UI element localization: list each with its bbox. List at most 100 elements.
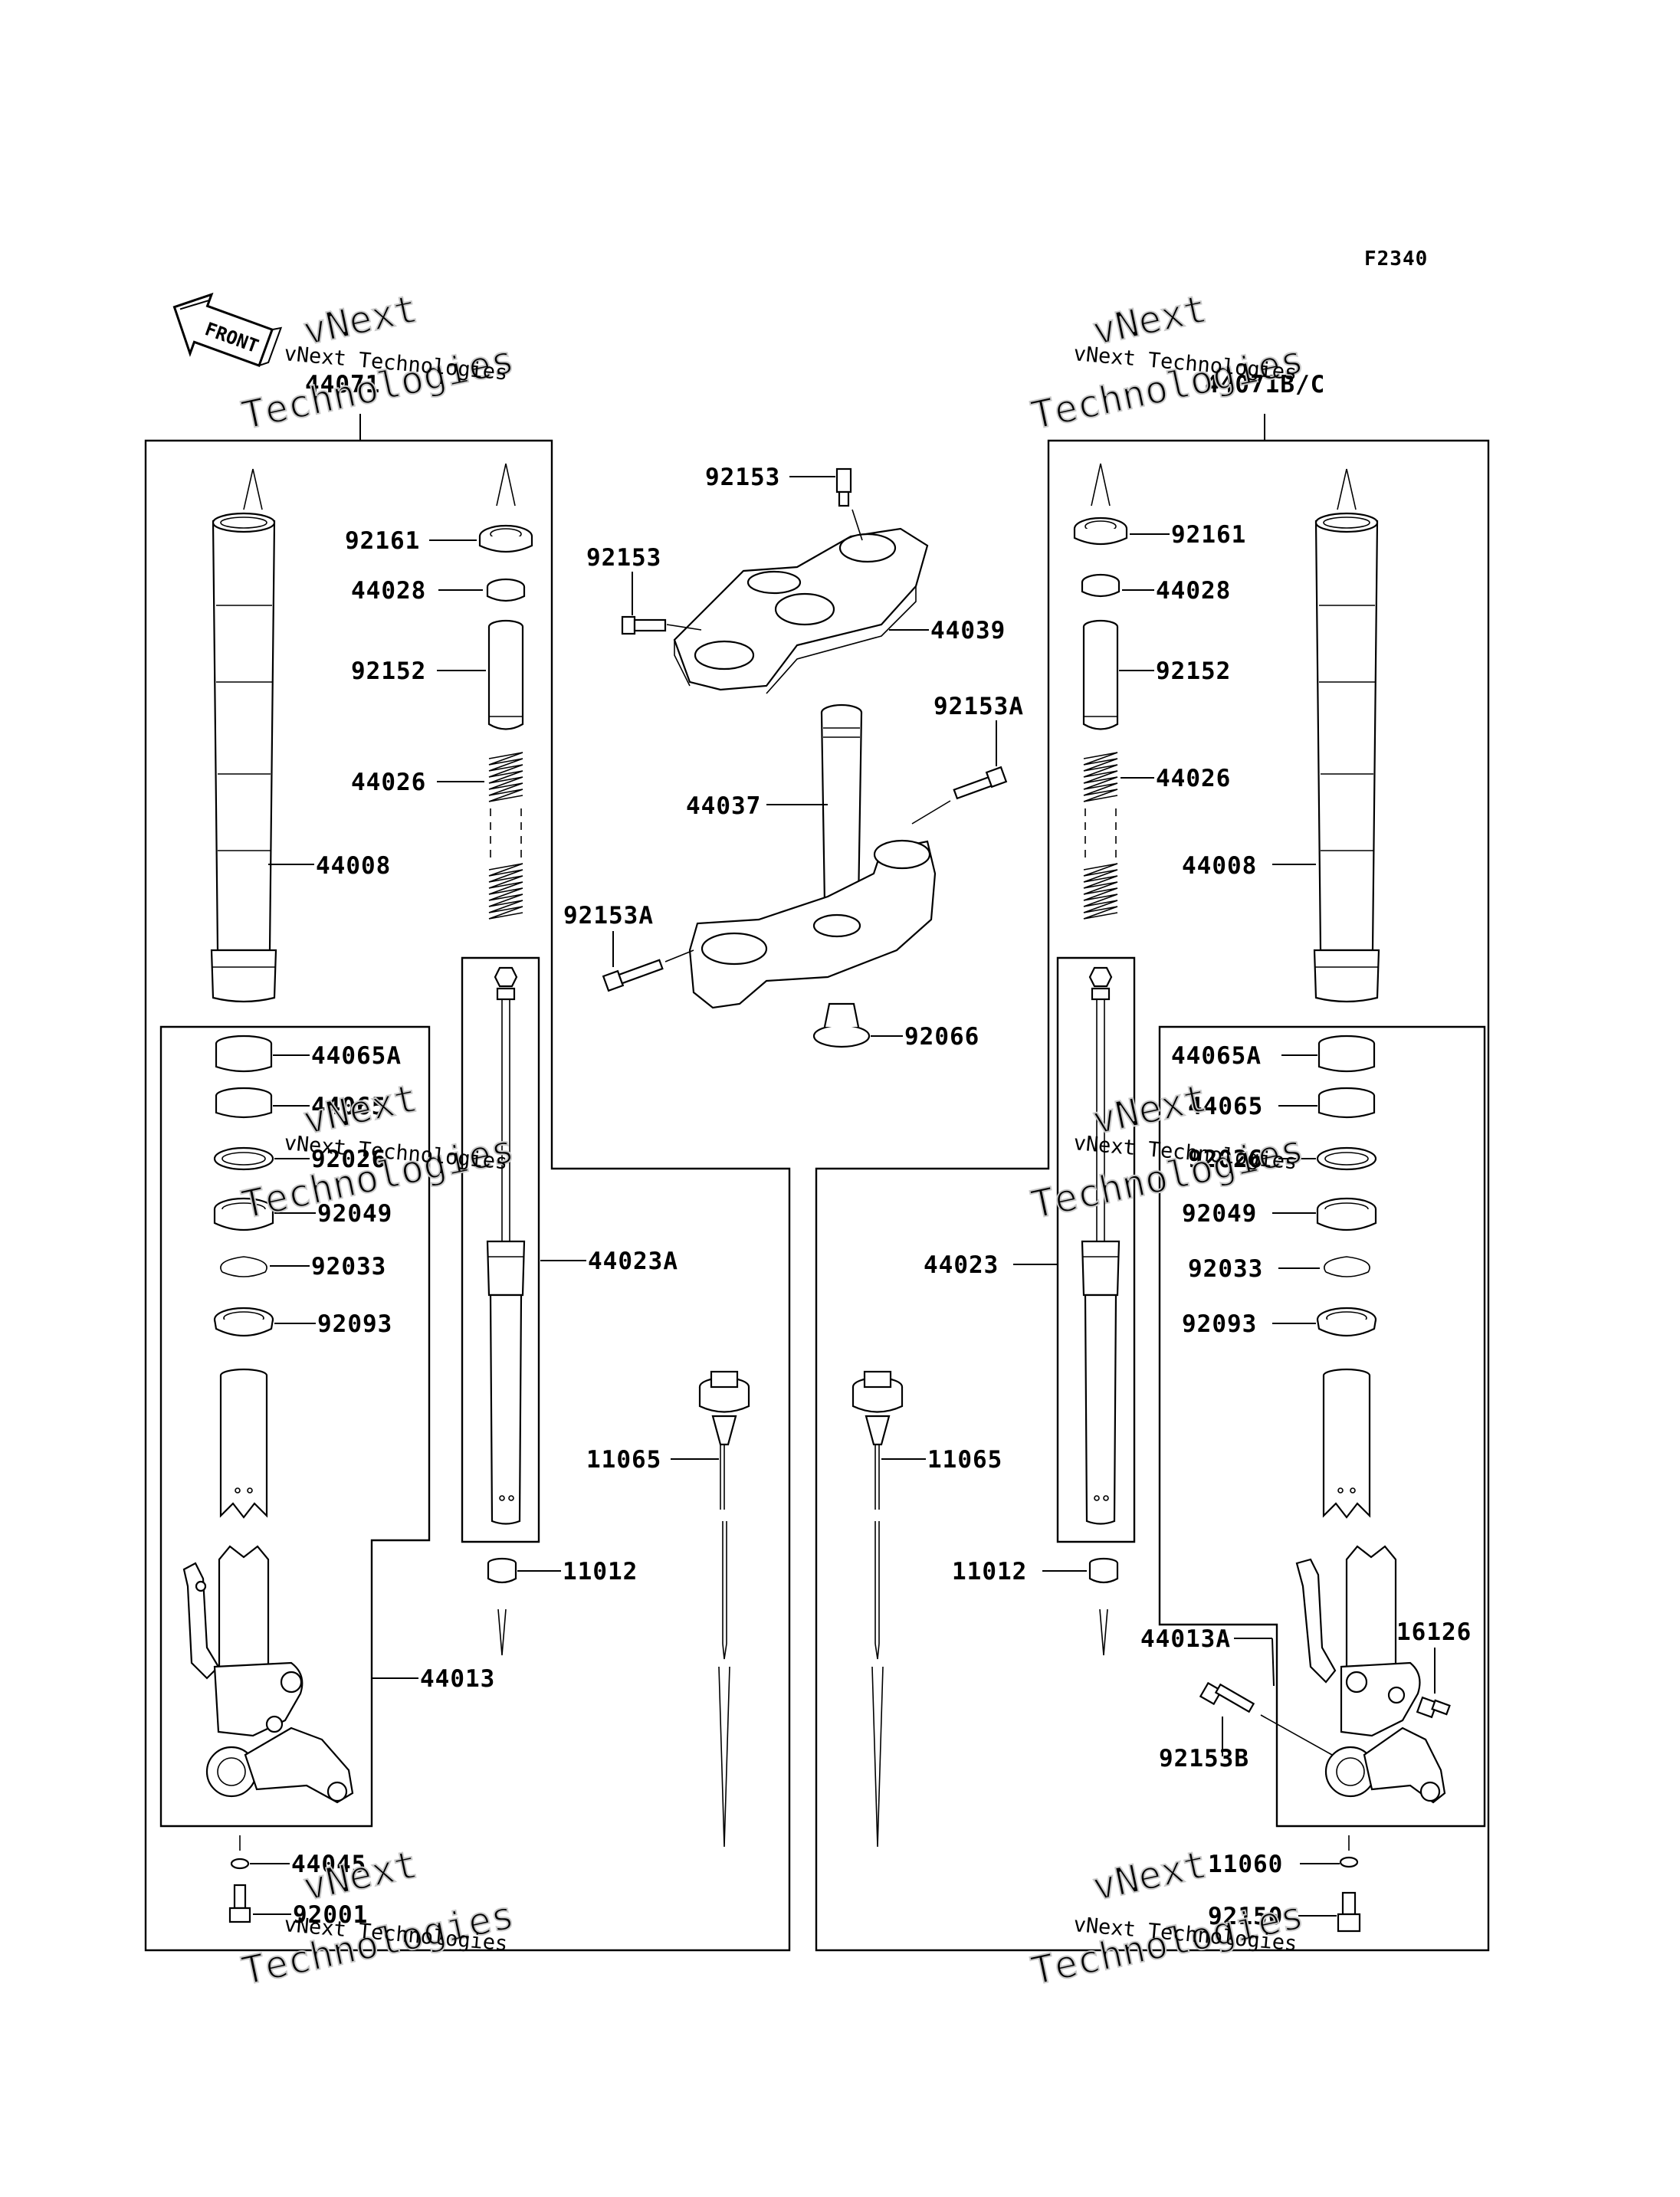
left-assembly-box <box>144 414 791 1952</box>
right-part-92161 <box>1073 516 1128 546</box>
left-part-92033 <box>220 1256 267 1277</box>
label-left-92161: 92161 <box>345 527 420 555</box>
label-right-44013A: 44013A <box>1140 1625 1231 1653</box>
right-outer-tube-box <box>1158 1025 1486 1828</box>
watermark-top-left: vNext Technologies vNext Technologies <box>237 286 518 439</box>
watermark-top-right-line1: vNext <box>1088 287 1210 354</box>
center-left-bolt-guide <box>666 624 702 631</box>
label-center-92153-left: 92153 <box>586 544 661 572</box>
label-left-11012: 11012 <box>563 1558 638 1585</box>
left-part-92026 <box>213 1146 274 1171</box>
right-part-92026 <box>1316 1146 1377 1171</box>
left-part-44026-spring <box>488 752 523 920</box>
watermark-mid-right: vNext Technologies vNext Technologies <box>1026 1075 1308 1228</box>
label-right-92153B: 92153B <box>1159 1745 1249 1772</box>
left-part-44045 <box>230 1858 250 1870</box>
label-center-44039: 44039 <box>930 617 1006 644</box>
watermark-bottom-right-line1: vNext <box>1088 1842 1210 1910</box>
label-right-92161: 92161 <box>1171 521 1246 549</box>
right-part-92093 <box>1316 1307 1377 1336</box>
left-cap-arrow <box>496 463 516 507</box>
left-part-92049 <box>213 1197 274 1231</box>
label-right-44065A: 44065A <box>1171 1042 1262 1070</box>
label-center-92153A-left: 92153A <box>563 902 654 930</box>
label-right-92152: 92152 <box>1156 657 1231 685</box>
watermark-top-left-line1: vNext <box>299 287 421 354</box>
label-right-44026: 44026 <box>1156 765 1231 792</box>
right-outer-tube-upper <box>1322 1368 1371 1519</box>
left-part-44023A-damper <box>486 966 526 1525</box>
center-part-92153-left-bolt <box>621 615 667 635</box>
left-part-44028 <box>486 578 526 602</box>
center-part-44037-steering-stem <box>688 703 937 1009</box>
left-part-44013-axle-bracket <box>182 1545 354 1804</box>
right-part-11060 <box>1339 1856 1359 1868</box>
label-right-92150: 92150 <box>1208 1903 1283 1930</box>
right-part-16126 <box>1416 1696 1451 1719</box>
label-left-44045: 44045 <box>291 1851 366 1878</box>
left-outer-tube-upper <box>219 1368 268 1519</box>
center-part-92153-top-bolt <box>835 467 852 507</box>
right-assembly-box <box>815 414 1490 1952</box>
left-part-92161 <box>478 524 533 553</box>
label-right-92093: 92093 <box>1182 1310 1257 1338</box>
label-left-44008: 44008 <box>316 852 391 880</box>
right-part-11012 <box>1088 1557 1119 1584</box>
center-part-44039-upper-clamp <box>673 527 929 694</box>
label-center-92153-top: 92153 <box>705 464 780 491</box>
right-cap-arrow <box>1091 463 1111 507</box>
right-part-44023-damper <box>1081 966 1121 1525</box>
label-left-44013: 44013 <box>420 1665 495 1693</box>
right-part-92049 <box>1316 1197 1377 1231</box>
right-part-44026-spring <box>1083 752 1118 920</box>
watermark-mid-right-line1: vNext <box>1088 1076 1210 1143</box>
label-left-92026: 92026 <box>311 1146 386 1173</box>
figure-code: F2340 <box>1364 248 1428 271</box>
right-inner-tube <box>1313 468 1380 1003</box>
left-damper-box <box>461 956 540 1543</box>
right-part-92152 <box>1082 619 1119 730</box>
right-part-44065A <box>1317 1035 1376 1073</box>
right-44013A-leader <box>1271 1638 1275 1687</box>
center-part-92153A-right-bolt <box>953 766 1008 800</box>
right-damper-box <box>1056 956 1136 1543</box>
center-right-bolt-guide <box>911 800 951 825</box>
watermark-mid-left-line1: vNext <box>299 1076 421 1143</box>
label-right-44023: 44023 <box>924 1251 999 1279</box>
label-left-92093: 92093 <box>317 1310 392 1338</box>
label-right-92026: 92026 <box>1188 1146 1263 1173</box>
label-right-44008: 44008 <box>1182 852 1257 880</box>
right-part-44065 <box>1317 1087 1376 1119</box>
label-right-44065: 44065 <box>1188 1093 1263 1120</box>
watermark-top-right: vNext Technologies vNext Technologies <box>1026 286 1308 439</box>
right-bolt-guide <box>1260 1714 1333 1756</box>
label-center-92153A-right: 92153A <box>934 693 1024 720</box>
left-part-44065 <box>215 1087 273 1119</box>
label-right-11065: 11065 <box>927 1446 1002 1474</box>
right-part-44013A-axle-bracket <box>1295 1545 1446 1804</box>
left-part-92152 <box>487 619 524 730</box>
label-left-44065A: 44065A <box>311 1042 402 1070</box>
label-left-11065: 11065 <box>586 1446 661 1474</box>
label-right-11060: 11060 <box>1208 1851 1283 1878</box>
left-part-92001-bolt <box>228 1884 251 1923</box>
label-right-16126: 16126 <box>1396 1618 1472 1646</box>
label-right-92033: 92033 <box>1188 1255 1263 1283</box>
label-left-92033: 92033 <box>311 1253 386 1280</box>
right-part-92033 <box>1324 1256 1370 1277</box>
right-part-92150-bolt <box>1337 1891 1361 1933</box>
center-part-92066 <box>812 1002 871 1048</box>
left-inner-tube <box>210 468 277 1003</box>
center-part-92153A-left-bolt <box>602 959 664 992</box>
front-arrow-icon: FRONT <box>172 292 283 368</box>
left-part-11012 <box>487 1557 517 1584</box>
left-part-11065-cartridge <box>698 1370 750 1848</box>
label-left-92152: 92152 <box>351 657 426 685</box>
right-assembly-label: 44071B/C <box>1205 371 1325 398</box>
label-left-92001: 92001 <box>293 1901 368 1929</box>
watermark-bottom-left: vNext Technologies vNext Technologies <box>237 1841 518 1995</box>
center-left-lower-bolt-guide <box>664 949 694 962</box>
right-part-11065-cartridge <box>851 1370 904 1848</box>
label-left-92049: 92049 <box>317 1200 392 1228</box>
